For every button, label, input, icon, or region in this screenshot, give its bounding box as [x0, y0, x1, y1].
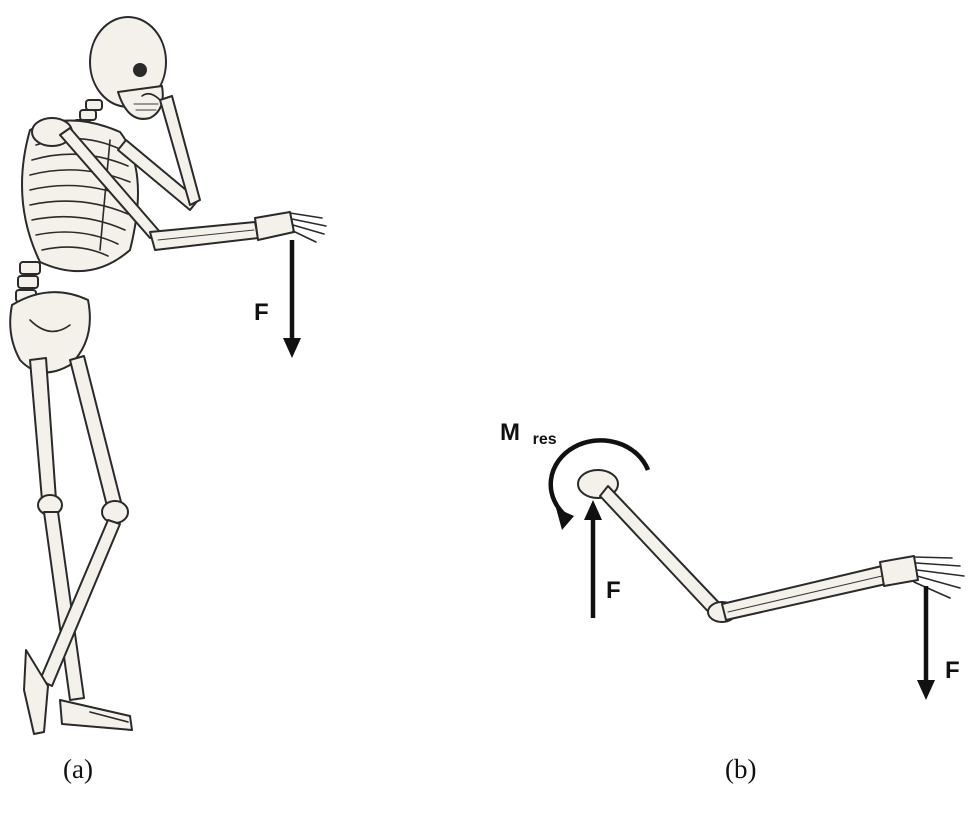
- hand-b: [880, 556, 964, 598]
- panel-b: M res F F: [500, 419, 964, 700]
- force-arrow-a: [283, 240, 301, 358]
- right-femur: [70, 356, 122, 510]
- hand: [255, 212, 326, 242]
- humerus: [578, 470, 724, 620]
- moment-label-main: M: [500, 419, 520, 446]
- caption-b: (b): [725, 754, 756, 785]
- caption-a: (a): [63, 754, 93, 785]
- left-foot: [24, 650, 48, 734]
- right-foot: [60, 700, 132, 730]
- forearm: [150, 222, 258, 250]
- moment-label: M res: [500, 419, 557, 448]
- force-arrow-hand: [917, 586, 935, 700]
- force-arrow-shoulder: [584, 500, 602, 618]
- force-label-hand: F: [945, 657, 960, 684]
- forearm-b: [722, 566, 886, 620]
- panel-a: F: [10, 17, 326, 734]
- left-femur: [30, 358, 56, 500]
- force-label-a: F: [254, 299, 269, 326]
- force-label-shoulder: F: [606, 577, 621, 604]
- moment-label-sub: res: [533, 431, 557, 448]
- right-knee: [102, 501, 128, 523]
- skeleton-illustration: [10, 17, 326, 734]
